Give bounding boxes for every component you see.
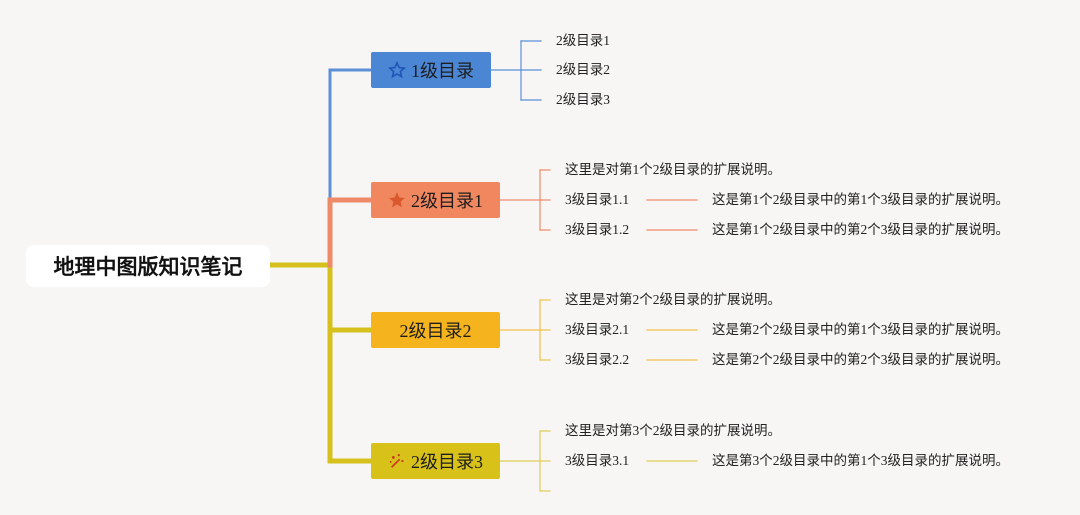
root-title: 地理中图版知识笔记 xyxy=(53,255,243,279)
branch-label: 2级目录2 xyxy=(399,321,472,341)
child-note[interactable]: 这是第1个2级目录中的第1个3级目录的扩展说明。 xyxy=(712,192,1009,207)
child-label[interactable]: 2级目录2 xyxy=(556,62,610,77)
child-label[interactable]: 3级目录1.2 xyxy=(565,222,630,237)
child-note[interactable]: 这是第2个2级目录中的第2个3级目录的扩展说明。 xyxy=(712,352,1009,367)
child-label[interactable]: 3级目录2.1 xyxy=(565,322,630,337)
child-label[interactable]: 3级目录2.2 xyxy=(565,352,630,367)
branch-label: 1级目录 xyxy=(411,61,474,81)
branch-node-3[interactable]: 2级目录2 xyxy=(371,312,500,348)
child-note[interactable]: 这是第1个2级目录中的第2个3级目录的扩展说明。 xyxy=(712,222,1009,237)
branch-label: 2级目录1 xyxy=(411,191,483,211)
child-label[interactable]: 这里是对第1个2级目录的扩展说明。 xyxy=(565,162,781,177)
star-icon xyxy=(388,191,406,209)
branch-node-4[interactable]: 2级目录3 xyxy=(371,443,500,479)
child-label[interactable]: 这里是对第3个2级目录的扩展说明。 xyxy=(565,423,781,438)
child-label[interactable]: 2级目录3 xyxy=(556,92,610,107)
child-note[interactable]: 这是第2个2级目录中的第1个3级目录的扩展说明。 xyxy=(712,322,1009,337)
branch-node-1[interactable]: 1级目录 xyxy=(371,52,491,88)
child-label[interactable]: 3级目录3.1 xyxy=(565,453,630,468)
child-label[interactable]: 2级目录1 xyxy=(556,33,610,48)
sparkle-wand-icon xyxy=(388,452,406,470)
child-label[interactable]: 3级目录1.1 xyxy=(565,192,630,207)
branch-node-2[interactable]: 2级目录1 xyxy=(371,182,500,218)
pentagon-star-outline-icon xyxy=(388,61,406,79)
child-note[interactable]: 这是第3个2级目录中的第1个3级目录的扩展说明。 xyxy=(712,453,1009,468)
root-node[interactable]: 地理中图版知识笔记 xyxy=(26,245,270,287)
child-label[interactable]: 这里是对第2个2级目录的扩展说明。 xyxy=(565,292,781,307)
branch-label: 2级目录3 xyxy=(411,452,483,472)
